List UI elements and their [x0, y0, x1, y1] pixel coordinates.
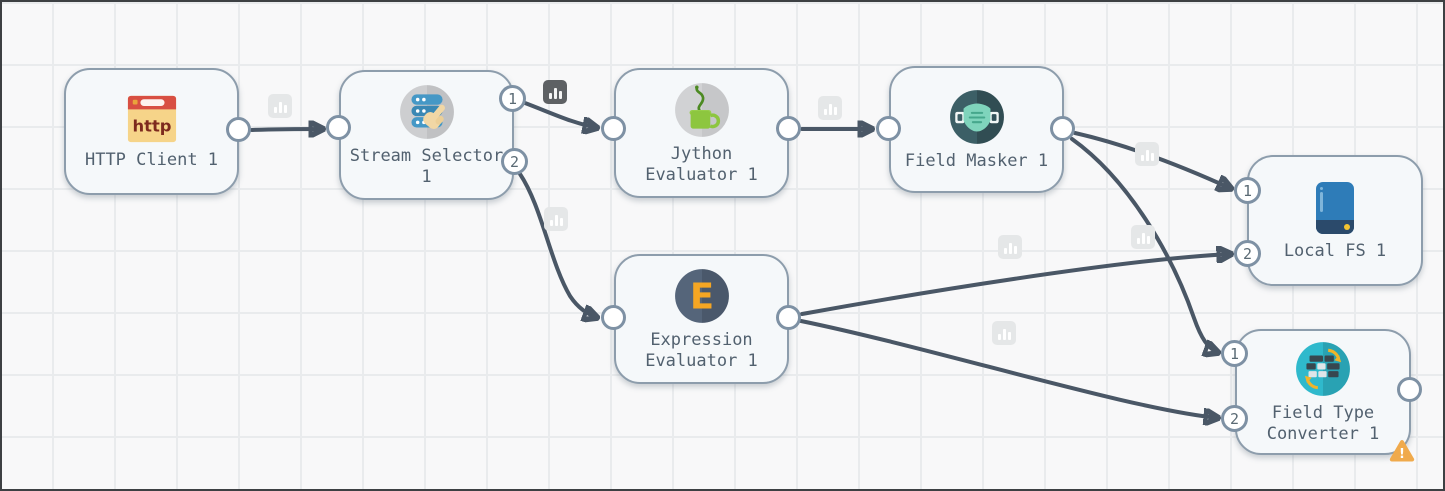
node-label: Field Masker 1 — [904, 150, 1049, 171]
edge-metrics-bar-chart-icon[interactable] — [818, 96, 842, 120]
node-field-type-converter-1[interactable]: Field Type Converter 1 — [1235, 329, 1411, 455]
edge-expression-to-ftc2[interactable] — [799, 319, 1219, 418]
warning-exclamation-text: ! — [1399, 447, 1405, 462]
edge-metrics-bar-chart-icon[interactable] — [1135, 142, 1159, 166]
edge-metrics-bar-chart-icon-active[interactable] — [543, 80, 567, 104]
http-browser-icon: http — [127, 95, 176, 142]
port-output2-stream-selector[interactable]: 2 — [501, 148, 528, 175]
node-label: HTTP Client 1 — [84, 149, 219, 170]
port-input-expression[interactable] — [601, 305, 626, 330]
edge-expression-to-localfs2[interactable] — [800, 254, 1234, 316]
edge-metrics-bar-chart-icon[interactable] — [544, 207, 568, 231]
node-local-fs-1[interactable]: Local FS 1 — [1247, 155, 1423, 286]
node-label: Expression Evaluator 1 — [645, 329, 758, 371]
node-expression-evaluator-1[interactable]: E Expression Evaluator 1 — [614, 254, 789, 384]
port-input-jython[interactable] — [601, 116, 626, 141]
http-icon-text: http — [132, 116, 171, 135]
hard-disk-icon — [1316, 181, 1354, 234]
edge-stream-selector2-to-expression[interactable] — [518, 172, 598, 318]
node-label: Local FS 1 — [1283, 240, 1387, 261]
edge-stream-selector1-to-jython[interactable] — [523, 101, 598, 128]
port-input-stream-selector[interactable] — [326, 115, 351, 140]
warning-triangle-icon[interactable]: ! — [1388, 438, 1416, 463]
port-output-jython[interactable] — [776, 116, 801, 141]
node-label: Field Type Converter 1 — [1266, 402, 1380, 444]
node-label: Jython Evaluator 1 — [645, 143, 758, 185]
node-label: Stream Selector 1 — [349, 145, 504, 187]
port-input2-local-fs[interactable]: 2 — [1234, 240, 1261, 267]
node-stream-selector-1[interactable]: Stream Selector 1 — [339, 70, 514, 200]
table-convert-icon — [1296, 341, 1350, 396]
node-http-client-1[interactable]: http HTTP Client 1 — [64, 68, 239, 195]
face-mask-icon — [949, 89, 1004, 144]
edge-metrics-bar-chart-icon[interactable] — [992, 321, 1016, 345]
jython-cup-snake-icon — [674, 82, 729, 137]
edge-http-to-stream-selector[interactable] — [250, 129, 326, 130]
port-output-expression[interactable] — [776, 305, 801, 330]
expression-icon: E — [674, 268, 729, 323]
edge-metrics-bar-chart-icon[interactable] — [268, 94, 292, 118]
port-input-field-masker[interactable] — [876, 116, 901, 141]
stream-selector-icon — [399, 84, 454, 139]
port-output-field-masker[interactable] — [1050, 116, 1075, 141]
edge-metrics-bar-chart-icon[interactable] — [1131, 225, 1155, 249]
node-field-masker-1[interactable]: Field Masker 1 — [889, 66, 1064, 193]
port-output-field-type-converter[interactable] — [1397, 377, 1422, 402]
port-input1-local-fs[interactable]: 1 — [1234, 177, 1261, 204]
edge-field-masker-to-ftc1[interactable] — [1070, 137, 1219, 353]
port-input2-field-type-converter[interactable]: 2 — [1221, 405, 1248, 432]
expression-icon-text: E — [689, 276, 713, 317]
port-output1-stream-selector[interactable]: 1 — [499, 85, 526, 112]
edge-metrics-bar-chart-icon[interactable] — [998, 235, 1022, 259]
port-output-http-client[interactable] — [226, 117, 251, 142]
port-input1-field-type-converter[interactable]: 1 — [1221, 340, 1248, 367]
node-jython-evaluator-1[interactable]: Jython Evaluator 1 — [614, 68, 789, 198]
